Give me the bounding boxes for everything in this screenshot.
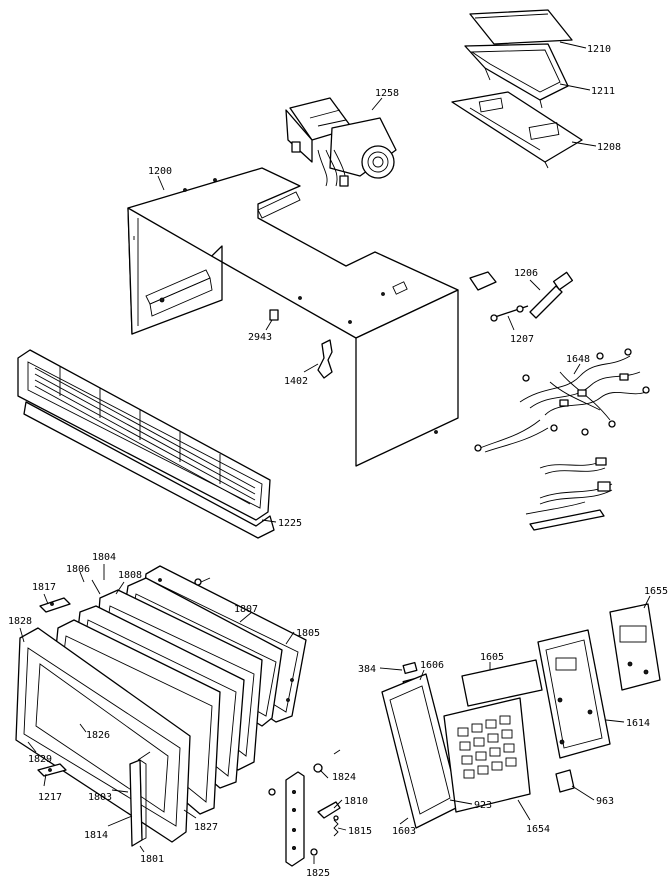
label-1805: 1805	[296, 628, 320, 639]
part-1200-cabinet	[127, 167, 459, 467]
label-1815: 1815	[348, 826, 372, 837]
part-1217-hinge-bottom	[37, 763, 67, 777]
part-1614-control-board	[537, 629, 611, 759]
label-1200: 1200	[148, 166, 172, 177]
label-1801: 1801	[140, 854, 164, 865]
label-1402: 1402	[284, 376, 308, 387]
part-1655-display-board	[609, 603, 661, 691]
part-1605-bezel-top	[461, 659, 543, 707]
label-1603-panel: 1603	[392, 826, 416, 837]
label-1648: 1648	[566, 354, 590, 365]
label-1614: 1614	[626, 718, 650, 729]
label-1211: 1211	[591, 86, 615, 97]
label-1824: 1824	[332, 772, 356, 783]
part-1225-grille	[17, 349, 275, 539]
part-2943-clip	[269, 309, 279, 321]
label-1654: 1654	[526, 824, 550, 835]
label-1803-door: 1803	[88, 792, 112, 803]
part-1211-tray	[464, 43, 569, 109]
door-screws	[194, 577, 211, 586]
part-1803-latch	[137, 751, 151, 761]
label-1217: 1217	[38, 792, 62, 803]
label-1207: 1207	[510, 334, 534, 345]
label-2943: 2943	[248, 332, 272, 343]
label-1828: 1828	[8, 616, 32, 627]
part-1825-screw	[310, 848, 318, 856]
part-1817-hinge-top	[39, 597, 71, 613]
part-1804-screw	[91, 579, 101, 595]
label-1807: 1807	[234, 604, 258, 615]
part-labels: 1210 1211 1208 1258 1200 1206 1207 2943 …	[8, 44, 668, 879]
part-1654-keypad	[443, 697, 531, 813]
part-1402-bracket	[317, 339, 333, 379]
label-1827: 1827	[194, 822, 218, 833]
latch-plate	[285, 771, 305, 867]
label-1814: 1814	[84, 830, 108, 841]
label-1826: 1826	[86, 730, 110, 741]
label-1808: 1808	[118, 570, 142, 581]
part-1828-door-frame	[15, 627, 191, 843]
part-1258-blower-motor	[285, 97, 397, 187]
part-1210-cover-plate	[469, 9, 573, 45]
part-1810-lever	[317, 801, 341, 819]
label-923: 923	[474, 800, 492, 811]
label-1258: 1258	[375, 88, 399, 99]
part-963-clip	[555, 769, 575, 793]
label-1829: 1829	[28, 754, 52, 765]
wire-leads	[525, 457, 613, 531]
label-1806: 1806	[66, 564, 90, 575]
part-1207-probe	[490, 305, 529, 322]
label-1606: 1606	[420, 660, 444, 671]
label-1817: 1817	[32, 582, 56, 593]
part-1206-sensor	[469, 271, 574, 319]
label-1208: 1208	[597, 142, 621, 153]
leader-lines	[19, 41, 651, 864]
label-963: 963	[596, 796, 614, 807]
label-1825: 1825	[306, 868, 330, 879]
label-1206: 1206	[514, 268, 538, 279]
label-1655: 1655	[644, 586, 668, 597]
label-1804: 1804	[92, 552, 116, 563]
label-1210: 1210	[587, 44, 611, 55]
label-1810: 1810	[344, 796, 368, 807]
part-1815-spring	[333, 815, 339, 837]
part-1208-base-plate	[451, 91, 583, 169]
part-1648-wiring-harness	[474, 348, 650, 453]
label-1605: 1605	[480, 652, 504, 663]
part-1801-door-handle	[129, 759, 147, 847]
label-384: 384	[358, 664, 376, 675]
label-1225: 1225	[278, 518, 302, 529]
